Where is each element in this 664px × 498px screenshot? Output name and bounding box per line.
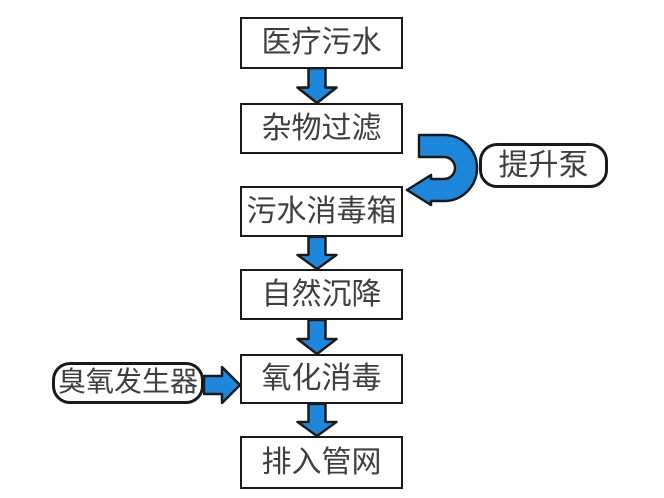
step-box-medical-sewage: 医疗污水	[240, 17, 403, 69]
aux-box-lift-pump: 提升泵	[479, 143, 608, 188]
aux-box-ozone-generator: 臭氧发生器	[52, 362, 204, 404]
step-label-natural-sedimentation: 自然沉降	[261, 277, 382, 311]
aux-label-ozone-generator: 臭氧发生器	[57, 367, 198, 398]
step-box-debris-filtering: 杂物过滤	[240, 103, 403, 154]
step-label-debris-filtering: 杂物过滤	[261, 111, 382, 145]
down-arrow-oxidation-to-discharge-icon	[296, 403, 338, 437]
step-label-medical-sewage: 医疗污水	[261, 26, 382, 59]
step-box-sewage-disinfection-tank: 污水消毒箱	[240, 186, 403, 237]
aux-label-lift-pump: 提升泵	[498, 148, 589, 182]
down-arrow-medical-to-filter-icon	[296, 67, 338, 104]
down-arrow-sedimentation-to-oxidation-icon	[296, 319, 338, 355]
step-label-sewage-disinfection-tank: 污水消毒箱	[246, 194, 397, 228]
step-box-natural-sedimentation: 自然沉降	[240, 269, 403, 320]
step-label-oxidation-disinfection: 氧化消毒	[261, 362, 382, 395]
uturn-arrow-filter-via-pump-to-tank-icon	[405, 133, 479, 207]
right-arrow-ozone-to-oxidation-icon	[203, 365, 242, 404]
step-box-discharge-to-pipe-network: 排入管网	[240, 436, 403, 489]
down-arrow-tank-to-sedimentation-icon	[296, 236, 338, 270]
step-label-discharge-to-pipe-network: 排入管网	[261, 445, 382, 479]
step-box-oxidation-disinfection: 氧化消毒	[240, 354, 403, 404]
